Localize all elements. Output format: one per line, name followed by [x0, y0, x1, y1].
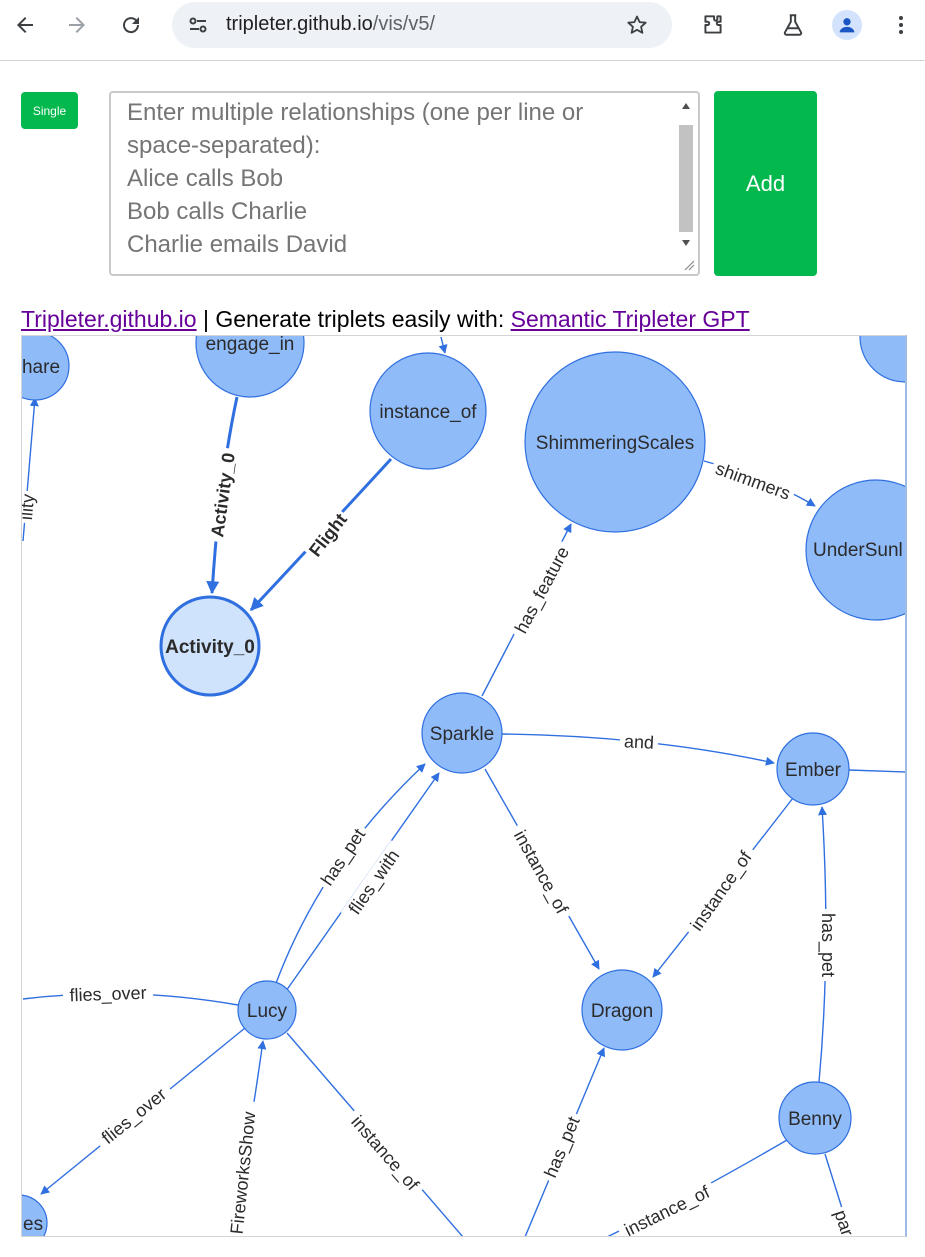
- address-bar[interactable]: tripleter.github.io/vis/v5/: [172, 2, 672, 48]
- svg-text:par: par: [830, 1208, 857, 1236]
- svg-text:es: es: [23, 1214, 43, 1235]
- node-activity-0[interactable]: Activity_0: [159, 595, 261, 697]
- svg-text:UnderSunl: UnderSunl: [813, 540, 903, 561]
- svg-text:flies_over: flies_over: [98, 1084, 171, 1149]
- edge-label-activity-0: Activity_0: [205, 446, 241, 544]
- site-info-icon[interactable]: [186, 13, 210, 42]
- node-top-right[interactable]: [859, 336, 906, 383]
- svg-text:flies_over: flies_over: [69, 983, 147, 1007]
- svg-text:instance_of: instance_of: [509, 827, 572, 919]
- edge-label-fireworks-show: FireworksShow: [225, 1100, 261, 1236]
- edge-labels: Activity_0 Flight shimmers has_feature a…: [22, 446, 859, 1236]
- node-instance-of[interactable]: instance_of: [369, 352, 487, 470]
- edge-label-has-feature: has_feature: [508, 539, 576, 641]
- edge-label-and: and: [619, 731, 659, 753]
- url-text[interactable]: tripleter.github.io/vis/v5/: [226, 13, 435, 36]
- back-icon[interactable]: [8, 8, 42, 42]
- svg-text:engage_in: engage_in: [206, 336, 295, 355]
- edge-top-to-instance-of[interactable]: [438, 336, 448, 354]
- scroll-up-icon[interactable]: [682, 103, 690, 109]
- svg-text:instance_of: instance_of: [379, 402, 477, 423]
- svg-text:ility: ility: [22, 493, 38, 521]
- svg-text:Dragon: Dragon: [591, 1001, 653, 1022]
- browser-toolbar: tripleter.github.io/vis/v5/: [0, 0, 925, 61]
- profile-icon[interactable]: [832, 10, 862, 40]
- credit-line: Tripleter.github.io | Generate triplets …: [21, 306, 750, 333]
- single-mode-button[interactable]: Single: [21, 92, 78, 129]
- labs-icon[interactable]: [776, 8, 810, 42]
- node-under-sunlight[interactable]: UnderSunl: [805, 479, 906, 621]
- svg-text:instance_of: instance_of: [686, 847, 757, 935]
- add-button[interactable]: Add: [714, 91, 817, 276]
- svg-text:and: and: [623, 731, 654, 753]
- graph-canvas[interactable]: Activity_0 Flight shimmers has_feature a…: [21, 335, 907, 1237]
- edge-label-has-pet-dragon: has_pet: [538, 1109, 586, 1185]
- svg-text:instance_of: instance_of: [346, 1112, 423, 1196]
- node-lucy[interactable]: Lucy: [237, 980, 297, 1040]
- edge-label-flies-over-left: flies_over: [62, 982, 154, 1007]
- svg-text:Ember: Ember: [785, 760, 842, 781]
- edge-label-sparkle-instance-of: instance_of: [507, 821, 575, 923]
- edge-ember-right[interactable]: [848, 769, 906, 773]
- reload-icon[interactable]: [114, 8, 148, 42]
- node-benny[interactable]: Benny: [778, 1081, 852, 1155]
- node-ember[interactable]: Ember: [776, 732, 850, 806]
- edge-label-benny-par: par: [829, 1204, 859, 1236]
- svg-text:Sparkle: Sparkle: [430, 724, 494, 745]
- textarea-scrollbar[interactable]: [676, 95, 696, 250]
- star-icon[interactable]: [625, 13, 649, 42]
- svg-text:has_feature: has_feature: [511, 543, 574, 637]
- resize-grip-icon[interactable]: [683, 259, 695, 271]
- tripleter-gpt-link[interactable]: Semantic Tripleter GPT: [510, 306, 750, 332]
- url-path: /vis/v5/: [372, 13, 436, 35]
- edge-has-pet-lucy-sparkle[interactable]: [274, 763, 426, 987]
- node-dragon[interactable]: Dragon: [581, 969, 663, 1051]
- scroll-thumb[interactable]: [679, 125, 693, 232]
- edge-label-benny-has-pet: has_pet: [817, 909, 838, 981]
- relationships-textarea[interactable]: [111, 93, 676, 274]
- edge-label-shimmers: shimmers: [709, 456, 797, 506]
- edge-label-lucy-instance-of: instance_of: [343, 1107, 427, 1199]
- edge-label-flight: Flight: [302, 506, 354, 564]
- node-shimmering-scales[interactable]: ShimmeringScales: [524, 351, 706, 533]
- edge-label-ember-instance-of: instance_of: [682, 842, 760, 940]
- graph-svg[interactable]: Activity_0 Flight shimmers has_feature a…: [22, 336, 906, 1236]
- svg-text:shimmers: shimmers: [713, 458, 793, 503]
- edge-label-ility: ility: [22, 490, 39, 524]
- node-share[interactable]: hare: [22, 336, 70, 401]
- menu-icon[interactable]: [884, 8, 918, 42]
- node-sparkle[interactable]: Sparkle: [421, 692, 503, 774]
- svg-text:Lucy: Lucy: [247, 1001, 288, 1022]
- svg-text:FireworksShow: FireworksShow: [227, 1110, 260, 1235]
- svg-text:hare: hare: [22, 357, 60, 378]
- scroll-down-icon[interactable]: [682, 240, 690, 246]
- forward-icon[interactable]: [60, 8, 94, 42]
- node-es[interactable]: es: [22, 1194, 48, 1236]
- edge-label-flies-over-es: flies_over: [92, 1079, 176, 1153]
- extensions-icon[interactable]: [696, 8, 730, 42]
- svg-text:has_pet: has_pet: [540, 1114, 584, 1181]
- credit-separator: | Generate triplets easily with:: [196, 306, 511, 332]
- relationships-input-box: [109, 91, 700, 276]
- svg-text:instance_of: instance_of: [621, 1181, 714, 1236]
- node-engage-in[interactable]: engage_in: [195, 336, 305, 398]
- tripleter-link[interactable]: Tripleter.github.io: [21, 306, 197, 332]
- svg-text:Benny: Benny: [788, 1109, 842, 1130]
- url-host: tripleter.github.io: [226, 13, 373, 35]
- svg-text:Activity_0: Activity_0: [165, 637, 255, 658]
- svg-text:has_pet: has_pet: [817, 913, 838, 977]
- edge-label-benny-instance-of: instance_of: [615, 1179, 719, 1236]
- svg-text:ShimmeringScales: ShimmeringScales: [536, 433, 694, 454]
